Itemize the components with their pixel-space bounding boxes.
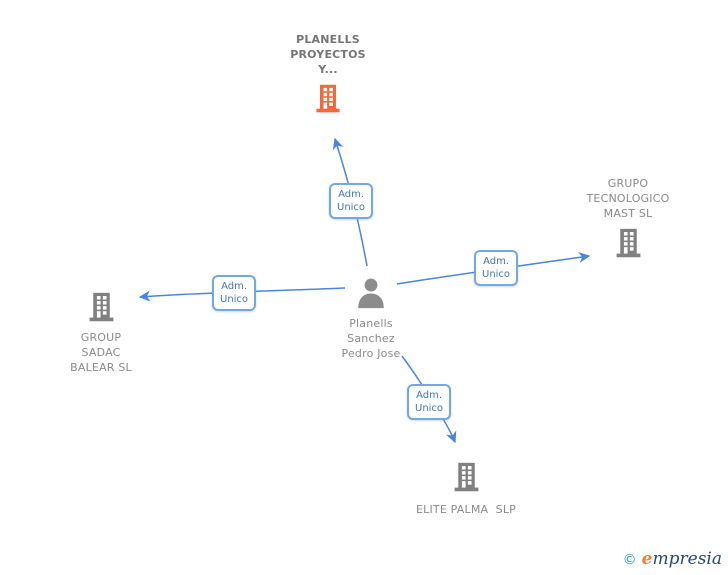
brand-initial: e	[641, 549, 653, 569]
node-company-planells-proyectos[interactable]: PLANELLS PROYECTOS Y...	[253, 32, 403, 115]
node-company-elite-palma[interactable]: ELITE PALMA SLP	[381, 461, 551, 517]
building-icon	[454, 462, 478, 492]
building-icon	[89, 292, 113, 322]
edge-label-adm-unico-right: Adm. Unico	[474, 250, 519, 286]
company-name: ELITE PALMA SLP	[415, 503, 517, 516]
node-person-planells-sanchez[interactable]: Planells Sanchez Pedro Jose	[311, 277, 431, 361]
building-icon	[616, 228, 640, 258]
company-name: PLANELLS PROYECTOS Y...	[290, 33, 366, 76]
copyright-icon: ©	[622, 552, 637, 568]
person-icon	[358, 278, 384, 309]
building-icon	[316, 84, 340, 113]
node-company-group-sadac-balear[interactable]: GROUP SADAC BALEAR SL	[36, 291, 166, 375]
edge-label-adm-unico-bottom: Adm. Unico	[407, 384, 452, 420]
company-name: GROUP SADAC BALEAR SL	[70, 331, 132, 374]
brand-rest: mpresia	[652, 549, 723, 569]
brand-wordmark: empresia	[642, 549, 722, 569]
empresia-logo[interactable]: © empresia	[623, 549, 722, 569]
company-name: GRUPO TECNOLOGICO MAST SL	[586, 177, 670, 220]
node-company-grupo-tecnologico-mast[interactable]: GRUPO TECNOLOGICO MAST SL	[553, 176, 703, 260]
edge-label-adm-unico-left: Adm. Unico	[212, 275, 257, 311]
person-name: Planells Sanchez Pedro Jose	[341, 317, 401, 360]
edge-label-adm-unico-top: Adm. Unico	[329, 183, 374, 219]
